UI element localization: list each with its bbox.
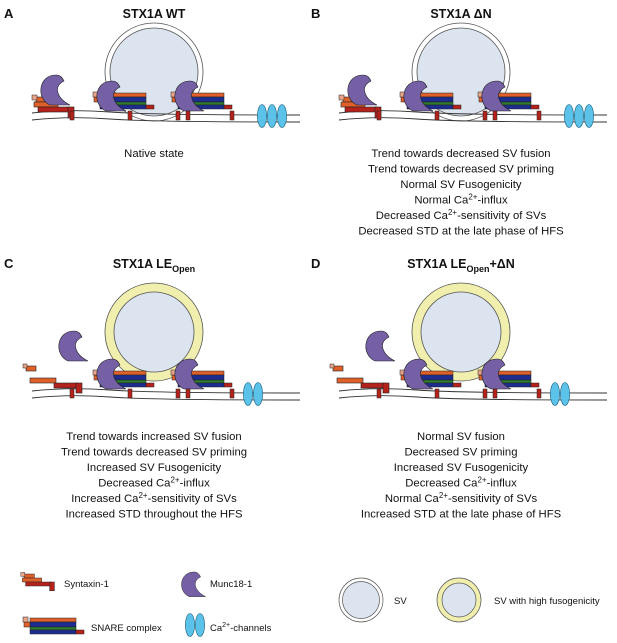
panel-description-line: Trend towards increased SV fusion	[66, 431, 241, 443]
munc18-1	[365, 330, 396, 362]
panel-letter: D	[311, 256, 320, 271]
legend-snare-label: SNARE complex	[91, 623, 162, 634]
legend-sv-icon	[338, 577, 384, 623]
munc18-1	[40, 74, 71, 106]
panel-description-line: Native state	[124, 148, 184, 160]
panel-description-line: Increased Ca2+-sensitivity of SVs	[71, 491, 237, 505]
panel-title: STX1A ΔN	[430, 7, 491, 21]
legend-snare-icon	[22, 616, 85, 635]
ca-channels	[564, 104, 594, 128]
legend-ca-channels-icon	[185, 613, 205, 637]
panel-letter: A	[4, 6, 14, 21]
synaptic-vesicle	[411, 282, 511, 382]
panel-description-line: Normal SV Fusogenicity	[400, 179, 522, 191]
panel-letter: B	[311, 6, 320, 21]
panel-a: A STX1A WT Native state	[4, 6, 301, 160]
legend: Syntaxin-1 Munc18-1 SNARE complex Ca2+-c…	[20, 571, 600, 637]
panel-description-line: Decreased Ca2+-influx	[98, 476, 210, 490]
legend-sv-high-icon	[436, 577, 482, 623]
panel-letter: C	[4, 256, 14, 271]
panel-description-line: Decreased Ca2+-sensitivity of SVs	[376, 208, 547, 222]
panel-b: B STX1A ΔN Trend towards decreased SV fusi…	[311, 6, 608, 238]
munc18-1	[58, 330, 89, 362]
legend-munc18-label: Munc18-1	[210, 579, 252, 590]
panel-description-line: Normal Ca2+-sensitivity of SVs	[385, 491, 538, 505]
legend-sv-label: SV	[394, 596, 407, 607]
munc18-1	[347, 74, 378, 106]
legend-sv-high-label: SV with high fusogenicity	[494, 596, 600, 607]
ca-channels	[257, 104, 287, 128]
panel-description-line: Decreased SV priming	[404, 447, 517, 459]
synaptic-vesicle	[104, 282, 204, 382]
panel-title: STX1A LEOpen	[113, 257, 195, 274]
panel-title: STX1A WT	[123, 7, 186, 21]
panel-title: STX1A LEOpen+ΔN	[407, 257, 515, 274]
panel-description-line: Increased SV Fusogenicity	[394, 462, 529, 474]
panel-description-line: Increased SV Fusogenicity	[87, 462, 222, 474]
legend-syntaxin-label: Syntaxin-1	[64, 579, 109, 590]
panel-description-line: Decreased Ca2+-influx	[405, 476, 517, 490]
ca-channels	[550, 382, 570, 406]
panel-description-line: Trend towards decreased SV priming	[368, 164, 554, 176]
panel-description-line: Increased STD at the late phase of HFS	[361, 509, 562, 521]
legend-syntaxin-icon	[20, 572, 55, 592]
ca-channels	[243, 382, 263, 406]
panel-description-line: Normal Ca2+-influx	[414, 193, 508, 207]
panel-description-line: Normal SV fusion	[417, 431, 505, 443]
panel-description-line: Decreased STD at the late phase of HFS	[358, 226, 564, 238]
panel-d: D STX1A LEOpen+ΔN Normal SV fusionDecrease…	[311, 256, 608, 521]
legend-munc18-icon	[181, 571, 206, 597]
panel-description-line: Increased STD throughout the HFS	[65, 509, 243, 521]
panel-description-line: Trend towards decreased SV priming	[61, 447, 247, 459]
panel-description-line: Trend towards decreased SV fusion	[371, 148, 550, 160]
legend-ca-channels-label: Ca2+-channels	[210, 622, 272, 634]
